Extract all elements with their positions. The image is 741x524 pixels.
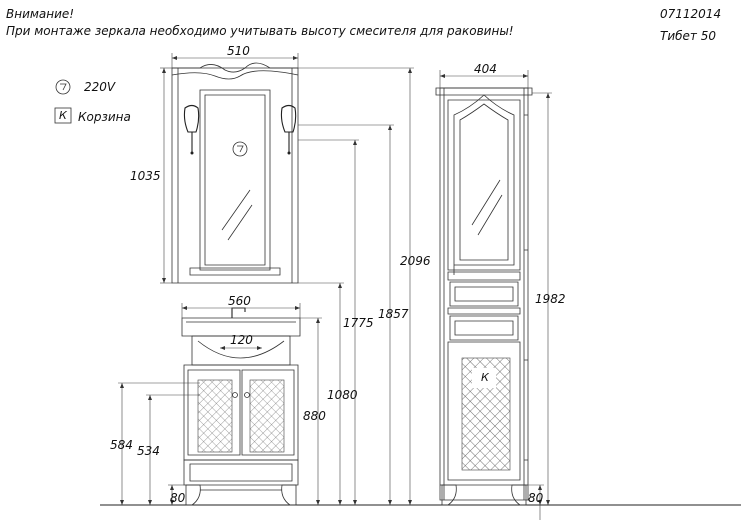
legend-basket-letter: К [59,109,67,122]
dim-height-584 [118,382,200,505]
label-height-534: 534 [137,444,160,458]
dim-cabinet-width [439,70,529,88]
label-sink-inner: 120 [230,333,253,347]
dim-cabinet-height [532,92,552,505]
legend-socket-icon [55,79,71,95]
dim-leg-left [168,484,184,505]
dim-sink-inner [220,346,262,350]
label-mirror-width: 510 [227,44,250,58]
label-height-1857: 1857 [378,307,409,321]
legend-basket-box [54,107,72,124]
socket-icon [232,141,248,157]
tall-cabinet [435,87,533,506]
label-leg-left: 80 [170,491,186,505]
label-mirror-height: 1035 [130,169,161,183]
label-cabinet-width: 404 [474,62,497,76]
warning-text: При монтаже зеркала необходимо учитывать… [6,24,514,38]
mirror-frame [171,62,299,284]
dim-mirror-height [160,67,172,284]
dim-height-534 [146,394,200,505]
dim-height-1080 [298,282,344,505]
dim-height-880 [300,317,322,505]
product-code: 07112014 [660,7,722,21]
dim-mirror-width [171,53,299,68]
dim-height-1775 [298,139,359,505]
product-series: Тибет 50 [660,29,716,43]
label-sink-width: 560 [228,294,251,308]
label-height-1775: 1775 [343,316,374,330]
lamp-left [183,104,200,155]
dim-height-1857 [298,124,394,505]
label-cabinet-height: 1982 [535,292,566,306]
label-height-1080: 1080 [327,388,358,402]
label-height-880: 880 [303,409,326,423]
legend-basket-label: Корзина [78,110,131,124]
lamp-right [280,104,297,155]
label-height-2096: 2096 [400,254,431,268]
label-leg-right: 80 [528,491,544,505]
cabinet-basket-letter: К [481,371,489,384]
dim-sink-width [181,303,301,318]
label-height-584: 584 [110,438,133,452]
warning-title: Внимание! [6,7,75,21]
dim-leg-right [526,484,544,520]
vanity-unit [181,307,301,506]
legend-socket-label: 220V [84,80,116,94]
dim-height-2096 [298,67,414,505]
